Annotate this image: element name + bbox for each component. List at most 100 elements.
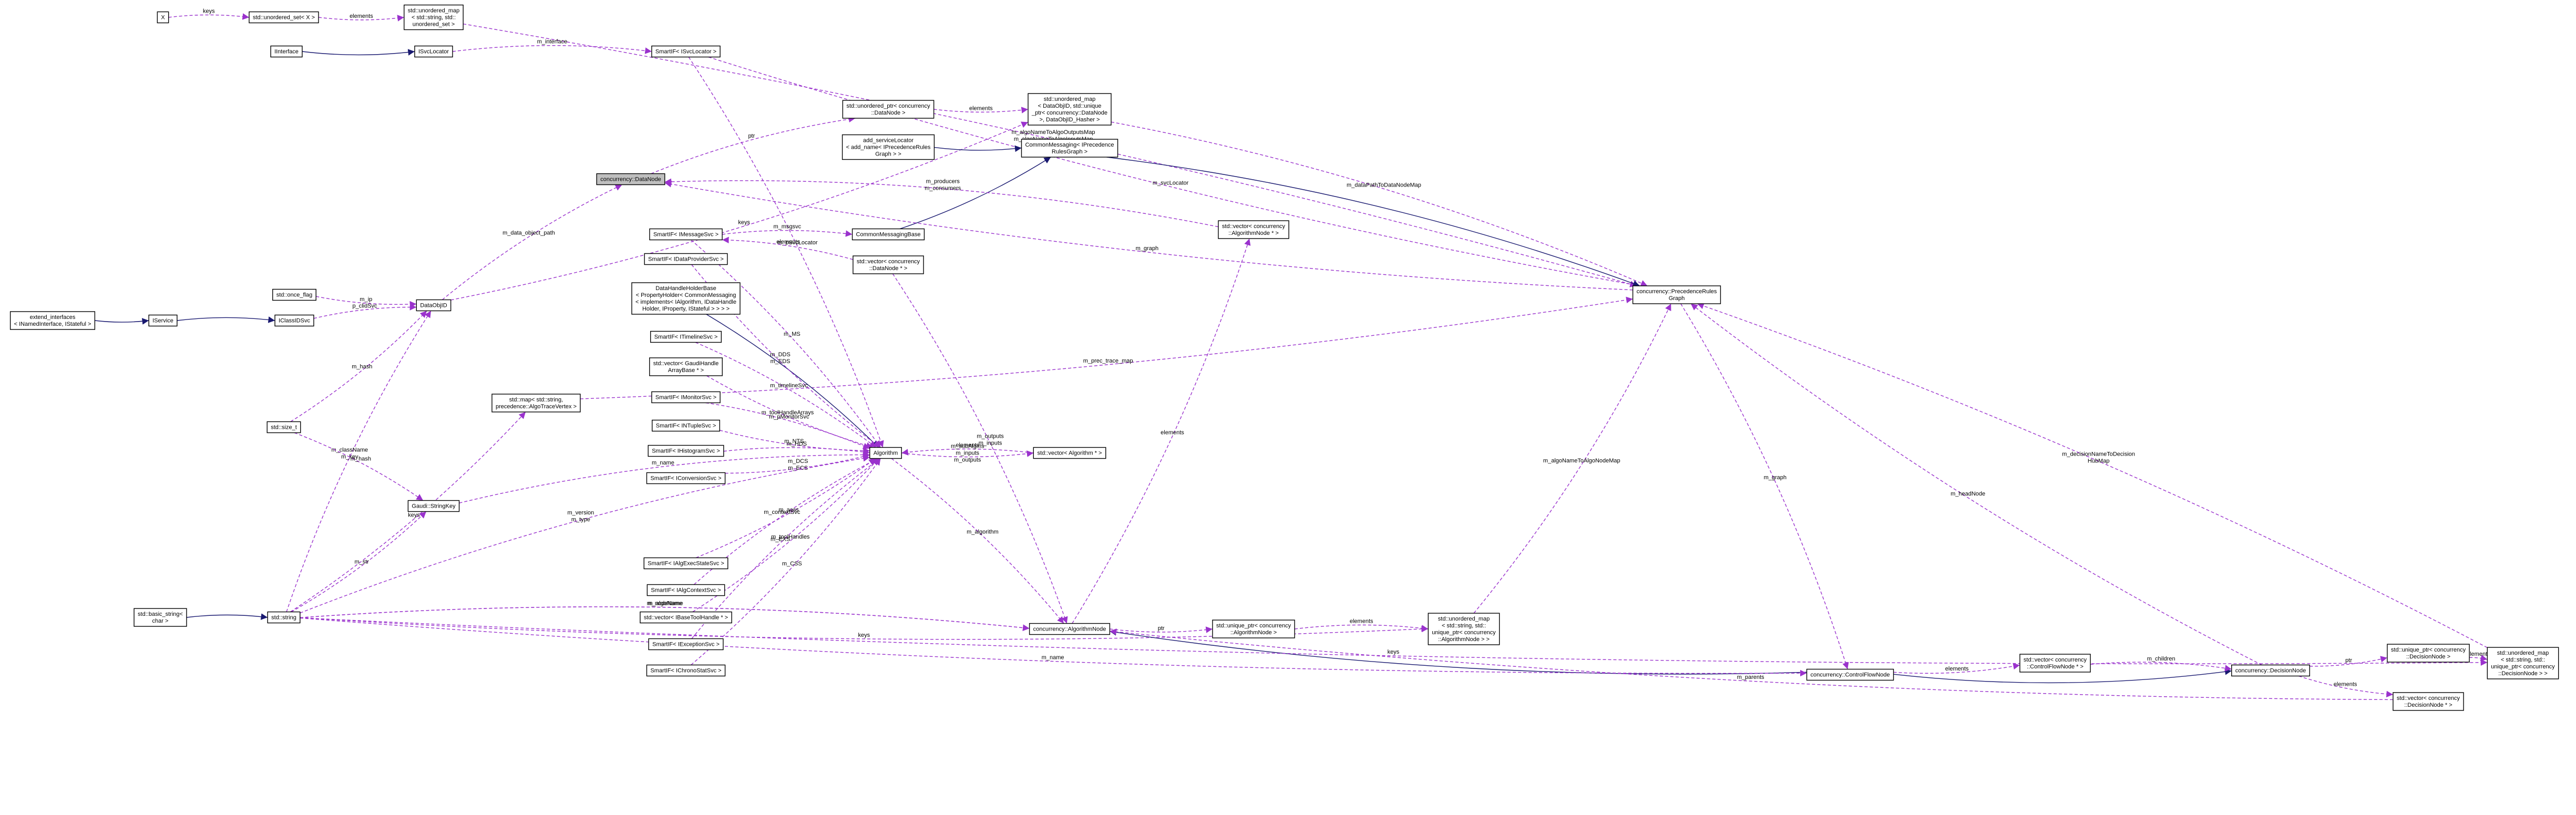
node-box (416, 299, 451, 312)
edge-algorithmnode-to-uptr-algnode: ptr (1110, 625, 1213, 633)
edge-line (722, 236, 854, 260)
node-vec-algptr[interactable]: std::vector< Algorithm * > (1033, 447, 1106, 459)
node-box (1632, 285, 1721, 304)
node-size-t[interactable]: std::size_t (266, 421, 301, 434)
node-label: < implements< IAlgorithm, IDataHandle (635, 299, 736, 305)
node-iinterface[interactable]: IInterface (270, 45, 303, 58)
edge-line (705, 402, 870, 449)
node-label: ArrayBase * > (668, 367, 704, 374)
node-sp-dpsvc[interactable]: SmartIF< IDataProviderSvc > (644, 253, 728, 265)
node-sp-monitor[interactable]: SmartIF< IMonitorSvc > (651, 391, 721, 404)
node-box (404, 4, 464, 30)
node-label: ::AlgorithmNode * > (1228, 230, 1279, 236)
node-uptr-datanode[interactable]: std::unordered_ptr< concurrency::DataNod… (842, 100, 935, 119)
edge-sp-exception-to-algorithm: m_EXS (691, 458, 880, 639)
edge-x-to-uset: keys (168, 8, 250, 20)
edge-line (1893, 663, 2020, 674)
node-vec-datanode[interactable]: std::vector< concurrency::DataNode * > (853, 255, 924, 274)
edge-vec-algptr-to-algorithm: elements (901, 442, 1034, 456)
node-box (134, 608, 187, 627)
edge-prg-to-datanode: m_graph (664, 181, 1633, 291)
node-add-svcloc[interactable]: add_serviceLocator< add_name< IPrecedenc… (841, 134, 935, 160)
edge-prg-to-controlflownode: m_graph (1680, 303, 1849, 669)
node-vec-basetool[interactable]: std::vector< IBaseToolHandle * > (640, 611, 732, 624)
node-umap-algnode[interactable]: std::unordered_map< std::string, std::un… (1428, 613, 1500, 645)
node-vec-cfnode[interactable]: std::vector< concurrency::ControlFlowNod… (2019, 654, 2091, 673)
edge-line (313, 304, 417, 319)
node-box (1029, 623, 1111, 635)
node-iclassidsvc[interactable]: IClassIDSvc (274, 314, 314, 327)
node-datanode[interactable]: concurrency::DataNode (596, 173, 665, 185)
edge-label: elements (776, 239, 800, 245)
node-label: ::DecisionNode > > (2498, 670, 2548, 677)
node-extend-if[interactable]: extend_interfaces< INamedInterface, ISta… (9, 311, 96, 330)
node-iservice[interactable]: IService (148, 314, 178, 327)
node-decisionnode[interactable]: concurrency::DecisionNode (2231, 664, 2310, 677)
node-dataobjid[interactable]: DataObjID (416, 299, 451, 312)
edge-line (664, 181, 1633, 291)
node-onceflag[interactable]: std::once_flag (272, 288, 316, 301)
node-strkey[interactable]: Gaudi::StringKey (407, 500, 460, 512)
node-label: concurrency::AlgorithmNode (1033, 626, 1106, 633)
node-vec-algnode[interactable]: std::vector< concurrency::AlgorithmNode … (1218, 220, 1289, 239)
edge-label: m_inputs (956, 450, 979, 457)
node-sp-algexec[interactable]: SmartIF< IAlgExecStateSvc > (643, 557, 728, 570)
edge-uptr-decnode-to-umap-decnode: elements (2467, 651, 2490, 662)
node-basic-string[interactable]: std::basic_string<char > (134, 608, 187, 627)
node-sp-msgsvc[interactable]: SmartIF< IMessageSvc > (649, 228, 723, 241)
node-label: std::unordered_map (408, 8, 459, 14)
node-sp-svcloc[interactable]: SmartIF< ISvcLocator > (651, 45, 721, 58)
edge-sp-svcloc-to-algorithm: m_pSvcLocator (688, 57, 884, 448)
edge-label: m_inputs (979, 440, 1002, 446)
node-uptr-decnode[interactable]: std::unique_ptr< concurrency::DecisionNo… (2387, 644, 2470, 663)
node-controlflownode[interactable]: concurrency::ControlFlowNode (1806, 668, 1894, 681)
edge-label: keys (738, 219, 750, 225)
edge-line (2310, 656, 2388, 667)
node-isvclocator[interactable]: ISvcLocator (414, 45, 453, 58)
edge-label: m_outputs (954, 457, 981, 463)
node-uptr-algnode[interactable]: std::unique_ptr< concurrency::AlgorithmN… (1212, 620, 1295, 638)
edge-label: m_graph (1136, 245, 1158, 252)
node-x[interactable]: X (157, 11, 169, 24)
node-sp-ntuple[interactable]: SmartIF< INTupleSvc > (652, 419, 720, 432)
node-algorithmnode[interactable]: concurrency::AlgorithmNode (1029, 623, 1111, 635)
edge-cm-iprg-to-prg (1106, 157, 1640, 287)
node-box (414, 45, 453, 58)
node-vec-decnode[interactable]: std::vector< concurrency::DecisionNode *… (2393, 692, 2464, 711)
node-dhhb[interactable]: DataHandleHolderBase< PropertyHolder< Co… (631, 282, 741, 315)
node-label: std::unordered_set< X > (253, 15, 315, 21)
edge-label: ptr (748, 133, 755, 139)
node-label: DataObjID (420, 303, 447, 309)
node-box (649, 228, 723, 241)
node-umap-str-uset[interactable]: std::unordered_map< std::string, std::un… (404, 4, 464, 30)
node-umap-dataobj[interactable]: std::unordered_map< DataObjID, std::uniq… (1028, 93, 1112, 126)
node-string[interactable]: std::string (267, 611, 301, 624)
edge-line (901, 450, 1034, 458)
edge-label: m_EXS (771, 536, 790, 542)
node-cmbase[interactable]: CommonMessagingBase (851, 228, 925, 241)
node-sp-histo[interactable]: SmartIF< IHistogramSvc > (648, 445, 724, 457)
node-sp-algctx[interactable]: SmartIF< IAlgContextSvc > (646, 584, 725, 596)
node-uset[interactable]: std::unordered_set< X > (249, 11, 319, 24)
node-sp-chrono[interactable]: SmartIF< IChronoStatSvc > (646, 664, 726, 677)
node-umap-decnode[interactable]: std::unordered_map< std::string, std::un… (2487, 647, 2559, 679)
node-sp-exception[interactable]: SmartIF< IExceptionSvc > (648, 638, 724, 651)
edge-iclassidsvc-to-dataobjid: p_clidSvc (313, 303, 417, 319)
node-box (652, 419, 720, 432)
node-algorithm[interactable]: Algorithm (869, 447, 902, 459)
node-sp-conv[interactable]: SmartIF< IConversionSvc > (646, 472, 726, 484)
edge-label: m_toolHandles (771, 534, 810, 540)
edge-line (899, 157, 1051, 230)
node-label: SmartIF< IHistogramSvc > (652, 448, 720, 455)
node-map-algtrace[interactable]: std::map< std::string,precedence::AlgoTr… (491, 394, 581, 412)
edge-label: m_hash (351, 456, 371, 462)
edge-extend-if-to-iservice (95, 318, 149, 325)
edge-line (459, 451, 870, 503)
node-label: SmartIF< IExceptionSvc > (652, 642, 720, 648)
node-sp-timeline[interactable]: SmartIF< ITimelineSvc > (650, 331, 722, 343)
